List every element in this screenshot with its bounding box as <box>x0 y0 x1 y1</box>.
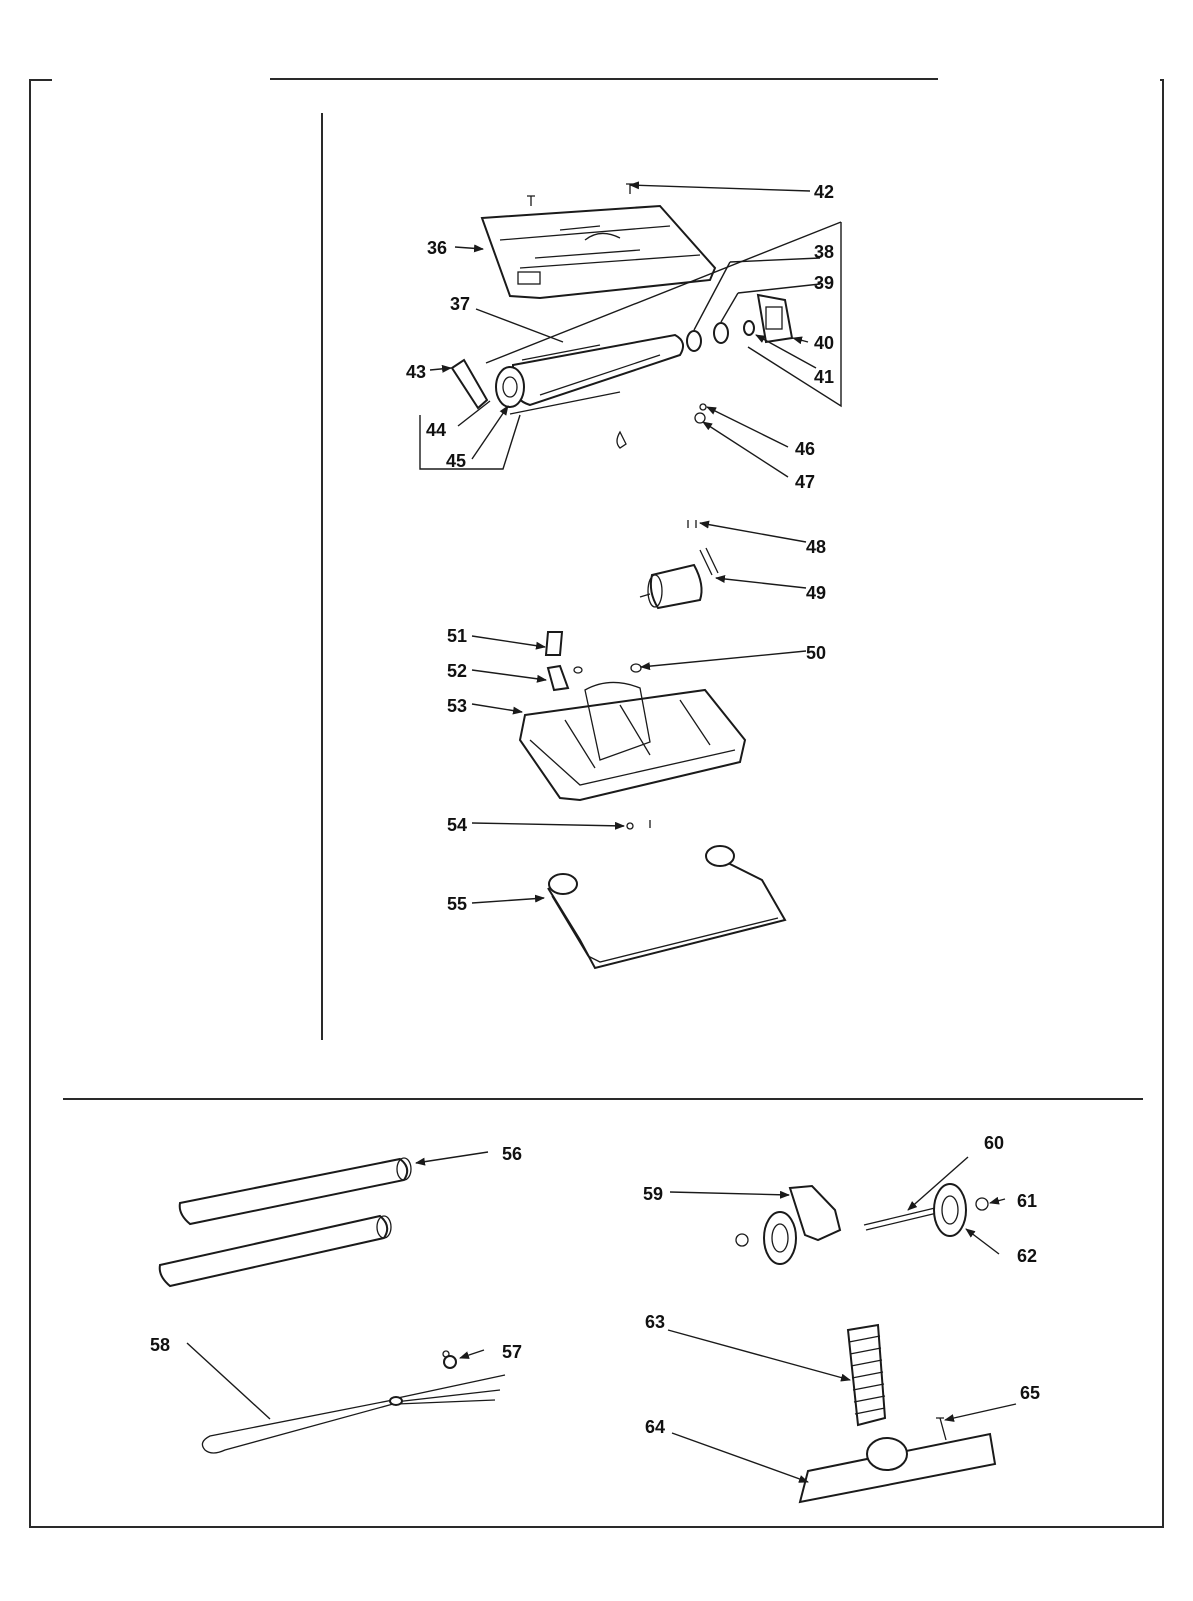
wheel-assembly-59-62 <box>735 1183 989 1265</box>
end-cap-43 <box>450 358 489 410</box>
explode-lines-top <box>419 221 842 470</box>
hose-support-64 <box>798 1417 997 1504</box>
part-label-43: 43 <box>406 362 426 382</box>
part-label-60: 60 <box>984 1133 1004 1153</box>
part-label-62: 62 <box>1017 1246 1037 1266</box>
part-label-44: 44 <box>426 420 446 440</box>
leader-lines <box>186 181 1017 1483</box>
part-label-64: 64 <box>645 1417 665 1437</box>
part-label-36: 36 <box>427 238 447 258</box>
hose-63 <box>846 1323 887 1427</box>
part-label-49: 49 <box>806 583 826 603</box>
brushroll-37 <box>495 333 685 408</box>
page-frame <box>29 78 1164 1528</box>
motor-base-53 <box>518 681 747 802</box>
bottom-plate-36 <box>480 204 717 300</box>
part-label-59: 59 <box>643 1184 663 1204</box>
part-label-52: 52 <box>447 661 467 681</box>
part-label-48: 48 <box>806 537 826 557</box>
part-label-65: 65 <box>1020 1383 1040 1403</box>
part-label-50: 50 <box>806 643 826 663</box>
part-label-63: 63 <box>645 1312 665 1332</box>
part-label-38: 38 <box>814 242 834 262</box>
bearing-parts <box>686 293 794 352</box>
part-label-54: 54 <box>447 815 467 835</box>
part-label-39: 39 <box>814 273 834 293</box>
part-label-51: 51 <box>447 626 467 646</box>
part-label-58: 58 <box>150 1335 170 1355</box>
clip-57 <box>442 1350 457 1369</box>
part-label-47: 47 <box>795 472 815 492</box>
handle-tubes-56 <box>158 1157 412 1288</box>
part-label-41: 41 <box>814 367 834 387</box>
bail-55 <box>547 845 787 970</box>
part-label-46: 46 <box>795 439 815 459</box>
parts-50-52 <box>544 631 642 692</box>
motor-49 <box>639 520 719 610</box>
part-labels: 36 37 38 39 40 41 42 43 44 45 46 47 48 4… <box>150 182 1040 1437</box>
part-label-37: 37 <box>450 294 470 314</box>
part-label-61: 61 <box>1017 1191 1037 1211</box>
cord-58 <box>201 1374 506 1454</box>
small-parts-46-47 <box>616 403 707 449</box>
part-label-45: 45 <box>446 451 466 471</box>
part-label-42: 42 <box>814 182 834 202</box>
screw-42 <box>527 183 634 206</box>
part-label-56: 56 <box>502 1144 522 1164</box>
part-label-40: 40 <box>814 333 834 353</box>
screws-54 <box>626 820 651 830</box>
part-label-55: 55 <box>447 894 467 914</box>
part-label-53: 53 <box>447 696 467 716</box>
part-label-57: 57 <box>502 1342 522 1362</box>
